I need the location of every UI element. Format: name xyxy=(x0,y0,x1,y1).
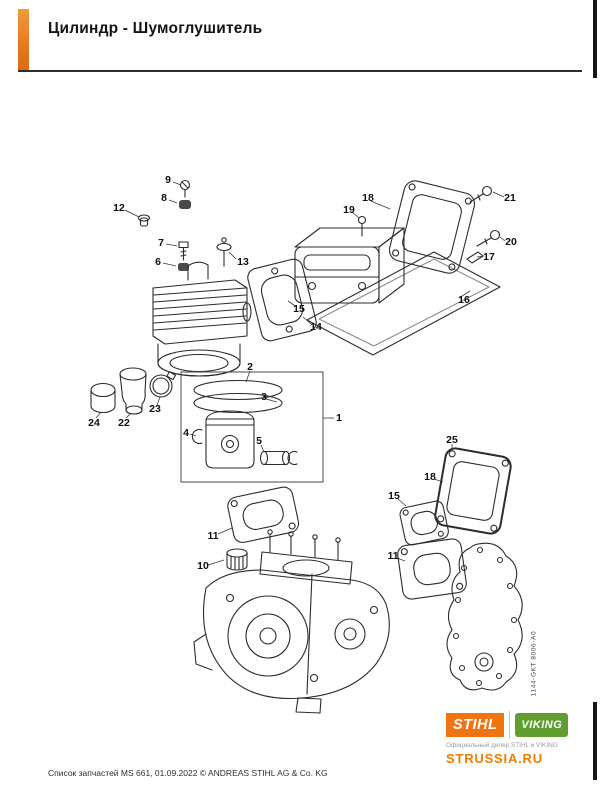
clamp-23-drawing xyxy=(149,371,177,398)
crankcase-drawing xyxy=(193,529,390,714)
crankcase-gasket-drawing xyxy=(446,542,523,691)
callout-12: 12 xyxy=(113,202,125,214)
stud-19-drawing xyxy=(357,215,367,237)
callout-19: 19 xyxy=(343,204,355,216)
viking-logo-text: VIKING xyxy=(521,719,563,731)
logo-row: STIHL VIKING xyxy=(446,711,580,739)
callout-11-gasket-set: 11 xyxy=(387,550,398,562)
callout-2: 2 xyxy=(247,361,253,373)
screw-21-drawing xyxy=(469,185,493,203)
callout-16: 16 xyxy=(458,294,470,306)
callout-4: 4 xyxy=(183,427,189,439)
muffler-drawing xyxy=(294,227,405,304)
piston-assembly-box xyxy=(180,371,324,483)
wrist-pin-drawing xyxy=(259,450,298,466)
callout-8: 8 xyxy=(161,192,167,204)
intake-boot-drawing xyxy=(119,367,147,415)
intake-gasket-set-drawing xyxy=(397,538,467,600)
callout-14: 14 xyxy=(310,321,322,333)
piston-drawing xyxy=(205,410,255,469)
callout-labels: 9 8 12 7 6 13 19 18 21 20 17 16 15 14 2 … xyxy=(88,174,517,572)
callout-25: 25 xyxy=(446,434,458,446)
stihl-logo-text: STIHL xyxy=(453,717,498,733)
muffler-cover-drawing xyxy=(388,180,476,274)
bracket-17-drawing xyxy=(466,251,484,264)
header-accent-bar xyxy=(18,9,29,71)
heat-shield-panel-drawing xyxy=(306,251,501,356)
drawing-code: 1144-GKT 8006-A0 xyxy=(530,630,538,697)
callout-leader-lines xyxy=(95,181,506,566)
cover-gasket-drawing xyxy=(434,447,512,535)
small-gasket-drawing xyxy=(399,500,449,546)
plug-12-drawing xyxy=(137,214,151,227)
callout-15: 15 xyxy=(293,303,305,315)
cylinder-drawing xyxy=(152,261,252,377)
footer-copyright: Список запчастей MS 661, 01.09.2022 © AN… xyxy=(48,768,328,778)
dealer-branding: STIHL VIKING Официальный дилер STIHL и V… xyxy=(446,711,580,766)
page-title: Цилиндр - Шумоглушитель xyxy=(48,20,263,37)
gasket-set-drawing xyxy=(397,447,523,691)
callout-18-gasket-set: 18 xyxy=(424,471,436,483)
muffler-gasket-drawing xyxy=(247,258,317,342)
crop-mark-top xyxy=(593,0,597,78)
callout-9: 9 xyxy=(165,174,171,186)
callout-11: 11 xyxy=(207,530,218,542)
callout-6: 6 xyxy=(155,256,161,268)
piston-rings-drawing xyxy=(193,379,283,414)
circlip-4-drawing xyxy=(191,428,203,445)
callout-15-gasket-set: 15 xyxy=(388,490,400,502)
site-watermark[interactable]: STRUSSIA.RU xyxy=(446,751,543,766)
callout-3: 3 xyxy=(261,391,267,403)
header-divider xyxy=(18,70,582,72)
callout-18-cover: 18 xyxy=(362,192,374,204)
callout-24: 24 xyxy=(88,417,100,429)
crop-mark-bottom xyxy=(593,702,597,780)
callout-10: 10 xyxy=(197,560,209,572)
cap-24-drawing xyxy=(90,382,116,414)
callout-22: 22 xyxy=(118,417,130,429)
viking-logo: VIKING xyxy=(515,713,569,737)
callout-23: 23 xyxy=(149,403,161,415)
grommet-6-drawing xyxy=(178,263,189,271)
screw-20-drawing xyxy=(476,229,501,247)
logo-divider xyxy=(509,711,511,739)
callout-7: 7 xyxy=(158,237,164,249)
grommet-8-drawing xyxy=(179,200,191,209)
callout-1: 1 xyxy=(336,412,342,424)
screw-9-drawing xyxy=(179,179,191,198)
bolt-7-drawing xyxy=(178,241,189,261)
callout-5: 5 xyxy=(256,435,262,447)
nut-10-drawing xyxy=(226,548,248,571)
stihl-logo: STIHL xyxy=(446,713,505,737)
callout-21: 21 xyxy=(504,192,516,204)
intake-gasket-drawing xyxy=(227,486,300,544)
callout-13: 13 xyxy=(237,256,249,268)
callout-20: 20 xyxy=(505,236,517,248)
callout-17: 17 xyxy=(483,251,495,263)
dealer-caption: Официальный дилер STIHL и VIKING xyxy=(446,742,558,749)
valve-13-drawing xyxy=(216,237,232,267)
